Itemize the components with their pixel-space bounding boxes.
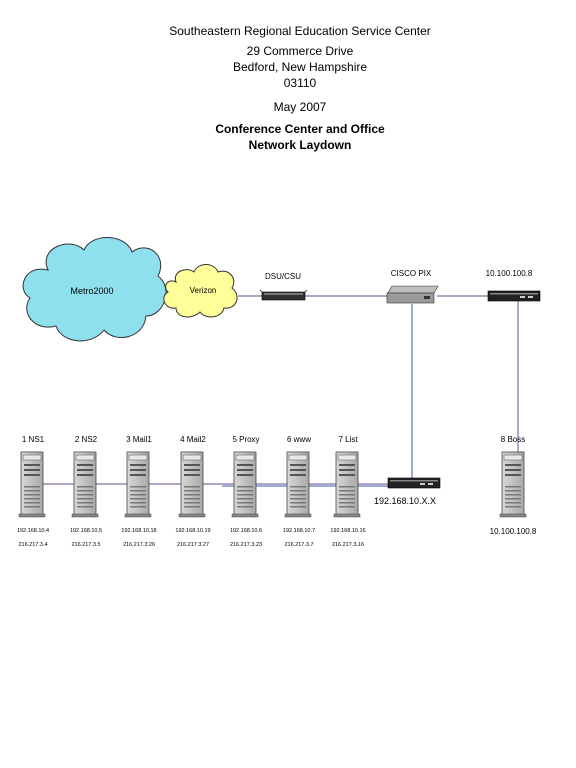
- server-public-ip: 216.217.3.5: [71, 542, 100, 548]
- server-tower-icon: [231, 451, 259, 518]
- server-internal-ip: 192.168.10.19: [175, 528, 210, 534]
- server-internal-ip: 192.168.10.16: [330, 528, 365, 534]
- server-4: 4 Mail2 192.168.10.19 216.217.3.27: [175, 435, 210, 548]
- server-1: 1 NS1 192.168.10.4 216.217.3.4: [17, 435, 49, 548]
- server-public-ip: 216.217.3.7: [284, 542, 313, 548]
- server-public-ip: 216.217.3.23: [230, 542, 262, 548]
- server-name: 7 List: [338, 435, 358, 444]
- street-address: 29 Commerce Drive: [246, 44, 354, 58]
- switch-subnet-label: 192.168.10.X.X: [374, 496, 436, 506]
- boss-name: 8 Boss: [501, 435, 525, 444]
- diagram-title-line2: Network Laydown: [248, 138, 352, 152]
- diagram-title-line1: Conference Center and Office: [215, 122, 385, 136]
- lan-switch-icon: [387, 477, 441, 489]
- server-tower-icon: [71, 451, 99, 518]
- metro2000-cloud-icon: [22, 237, 167, 342]
- metro2000-label: Metro2000: [70, 286, 113, 296]
- boss-server: 8 Boss 10.100.100.8: [490, 435, 537, 536]
- server-internal-ip: 192.168.10.5: [70, 528, 102, 534]
- server-internal-ip: 192.168.10.7: [283, 528, 315, 534]
- server-name: 1 NS1: [22, 435, 45, 444]
- server-3: 3 Mail1 192.168.10.18 216.217.3.26: [121, 435, 156, 548]
- server-name: 5 Proxy: [232, 435, 259, 444]
- server-public-ip: 216.217.3.4: [18, 542, 47, 548]
- server-2: 2 NS2 192.168.10.5 216.217.3.5: [70, 435, 102, 548]
- server-name: 6 www: [287, 435, 311, 444]
- server-public-ip: 216.217.3.27: [177, 542, 209, 548]
- dsu-csu-label: DSU/CSU: [265, 272, 301, 281]
- server-tower-icon: [333, 451, 361, 518]
- city-state: Bedford, New Hampshire: [232, 60, 368, 74]
- server-tower-icon: [178, 451, 206, 518]
- server-internal-ip: 192.168.10.6: [230, 528, 262, 534]
- server-public-ip: 216.217.3.26: [123, 542, 155, 548]
- server-name: 3 Mail1: [126, 435, 152, 444]
- server-6: 6 www 192.168.10.7 216.217.3.7: [283, 435, 315, 548]
- dsu-csu-device-icon: [259, 289, 308, 301]
- cisco-pix-label: CISCO PIX: [391, 269, 432, 278]
- server-tower-icon: [499, 451, 527, 518]
- server-internal-ip: 192.168.10.18: [121, 528, 156, 534]
- verizon-label: Verizon: [190, 286, 217, 295]
- server-tower-icon: [18, 451, 46, 518]
- server-5: 5 Proxy 192.168.10.6 216.217.3.23: [230, 435, 262, 548]
- server-tower-icon: [284, 451, 312, 518]
- router-device-icon: [487, 290, 541, 302]
- date-label: May 2007: [273, 100, 327, 114]
- zip-code: 03110: [283, 76, 317, 90]
- server-name: 2 NS2: [75, 435, 98, 444]
- server-public-ip: 216.217.3.16: [332, 542, 364, 548]
- router-ip-label: 10.100.100.8: [486, 269, 533, 278]
- server-internal-ip: 192.168.10.4: [17, 528, 49, 534]
- org-name: Southeastern Regional Education Service …: [169, 24, 431, 38]
- cisco-pix-firewall-icon: [386, 285, 439, 304]
- boss-ip: 10.100.100.8: [490, 527, 537, 536]
- server-7: 7 List 192.168.10.16 216.217.3.16: [330, 435, 365, 548]
- server-tower-icon: [124, 451, 152, 518]
- server-name: 4 Mail2: [180, 435, 206, 444]
- verizon-cloud-icon: [163, 264, 238, 318]
